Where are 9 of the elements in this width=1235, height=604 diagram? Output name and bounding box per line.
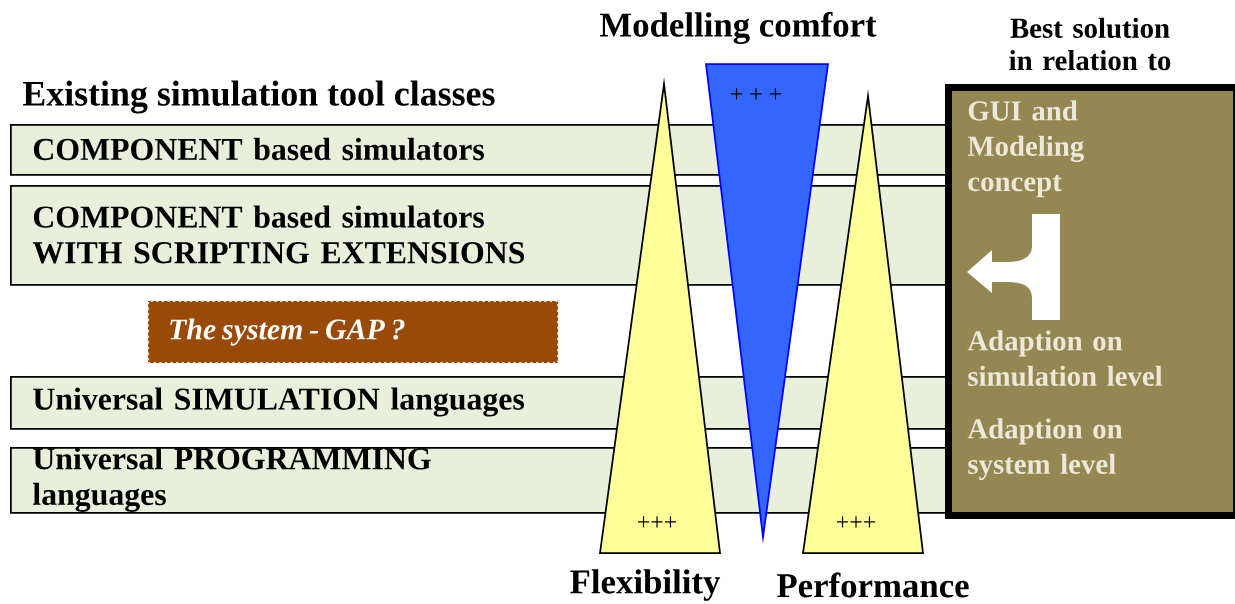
panel-text: Adaption on simulation level — [967, 330, 1163, 387]
heading: Existing simulation tool classes — [22, 80, 495, 114]
panel-text: GUI and Modeling concept — [967, 100, 1084, 198]
axis-label: Performance — [777, 572, 969, 598]
heading: Best solution in relation to — [1009, 17, 1171, 71]
panel-text: Adaption on system level — [967, 418, 1123, 480]
axis-label: Flexibility — [570, 569, 721, 601]
axis-label: Modelling comfort — [599, 11, 877, 45]
gap-box: The system - GAP ? — [147, 300, 560, 365]
